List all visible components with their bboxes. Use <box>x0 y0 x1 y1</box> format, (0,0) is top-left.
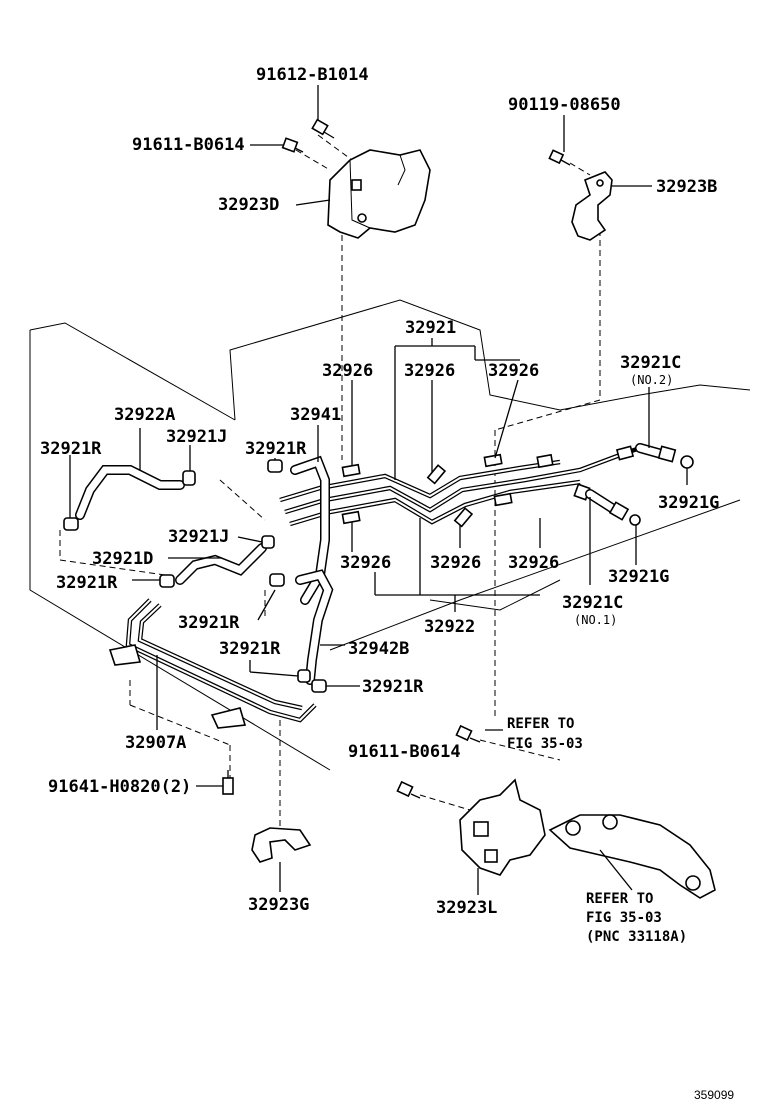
label-32921g-a[interactable]: 32921G <box>658 493 719 513</box>
label-32923g[interactable]: 32923G <box>248 895 309 915</box>
label-32926-e[interactable]: 32926 <box>430 553 481 573</box>
hose-32942b[interactable] <box>295 569 334 685</box>
bolt-91611-b0614-bottom[interactable] <box>396 780 421 799</box>
bolt-91611-b0614-top[interactable] <box>281 137 304 153</box>
label-32921d[interactable]: 32921D <box>92 549 153 569</box>
label-32921r-f[interactable]: 32921R <box>362 677 424 697</box>
label-90119-08650[interactable]: 90119-08650 <box>508 95 621 115</box>
figure-number: 359099 <box>694 1088 734 1102</box>
part-labels: 91612-B1014 91611-B0614 32923D 90119-086… <box>40 65 734 1102</box>
bracket-pnc-33118a[interactable] <box>548 814 716 899</box>
bracket-32923d[interactable] <box>327 149 431 239</box>
label-32921c-no2[interactable]: 32921C <box>620 353 681 373</box>
label-32926-d[interactable]: 32926 <box>340 553 391 573</box>
label-32926-a[interactable]: 32926 <box>322 361 373 381</box>
bolt-refer-fig-35-03[interactable] <box>455 724 481 743</box>
label-32923b[interactable]: 32923B <box>656 177 717 197</box>
label-32923l[interactable]: 32923L <box>436 898 497 918</box>
bolt-90119-08650[interactable] <box>548 149 571 166</box>
label-32921r-c[interactable]: 32921R <box>56 573 118 593</box>
label-refer-to-2: REFER TO <box>586 891 653 907</box>
brake-tubes-32921[interactable] <box>279 445 641 527</box>
label-32926-c[interactable]: 32926 <box>488 361 539 381</box>
label-32921[interactable]: 32921 <box>405 318 456 338</box>
label-32926-b[interactable]: 32926 <box>404 361 455 381</box>
label-91611-b0614-bottom[interactable]: 91611-B0614 <box>348 742 461 762</box>
label-no2: (NO.2) <box>630 373 673 387</box>
label-no1: (NO.1) <box>574 613 617 627</box>
label-32923d[interactable]: 32923D <box>218 195 279 215</box>
label-refer-to-1: REFER TO <box>507 716 574 732</box>
label-pnc-33118a[interactable]: (PNC 33118A) <box>586 929 687 945</box>
label-32921r-a[interactable]: 32921R <box>40 439 102 459</box>
label-32942b[interactable]: 32942B <box>348 639 409 659</box>
label-fig-35-03-2[interactable]: FIG 35-03 <box>586 910 662 926</box>
hose-32921d[interactable] <box>175 543 267 585</box>
dashed-leaders <box>59 134 601 830</box>
flex-hose-32921c-no1[interactable] <box>573 483 641 526</box>
bracket-32923g[interactable] <box>251 827 312 863</box>
label-32921j-b[interactable]: 32921J <box>168 527 229 547</box>
label-91611-b0614-top[interactable]: 91611-B0614 <box>132 135 245 155</box>
label-32941[interactable]: 32941 <box>290 405 341 425</box>
bracket-32923b[interactable] <box>571 171 613 241</box>
flex-hose-32921c-no2[interactable] <box>635 443 694 469</box>
bolt-91641-h0820[interactable] <box>222 770 234 795</box>
label-32921r-e[interactable]: 32921R <box>219 639 281 659</box>
label-32926-f[interactable]: 32926 <box>508 553 559 573</box>
hose-32922a[interactable] <box>75 465 185 520</box>
label-32921r-b[interactable]: 32921R <box>245 439 307 459</box>
label-fig-35-03-1[interactable]: FIG 35-03 <box>507 736 583 752</box>
label-32921r-d[interactable]: 32921R <box>178 613 240 633</box>
label-91641-h0820[interactable]: 91641-H0820(2) <box>48 777 191 797</box>
bracket-32923l[interactable] <box>459 778 546 876</box>
label-32922[interactable]: 32922 <box>424 617 475 637</box>
bolt-91612-b1014[interactable] <box>311 118 335 139</box>
label-32922a[interactable]: 32922A <box>114 405 175 425</box>
label-32921c-no1[interactable]: 32921C <box>562 593 623 613</box>
label-32907a[interactable]: 32907A <box>125 733 186 753</box>
leader-lines <box>69 85 688 895</box>
label-32921j-a[interactable]: 32921J <box>166 427 227 447</box>
grommets-32926[interactable] <box>341 453 513 528</box>
hose-32907a[interactable] <box>108 598 317 729</box>
label-91612-b1014[interactable]: 91612-B1014 <box>256 65 369 85</box>
label-32921g-b[interactable]: 32921G <box>608 567 669 587</box>
